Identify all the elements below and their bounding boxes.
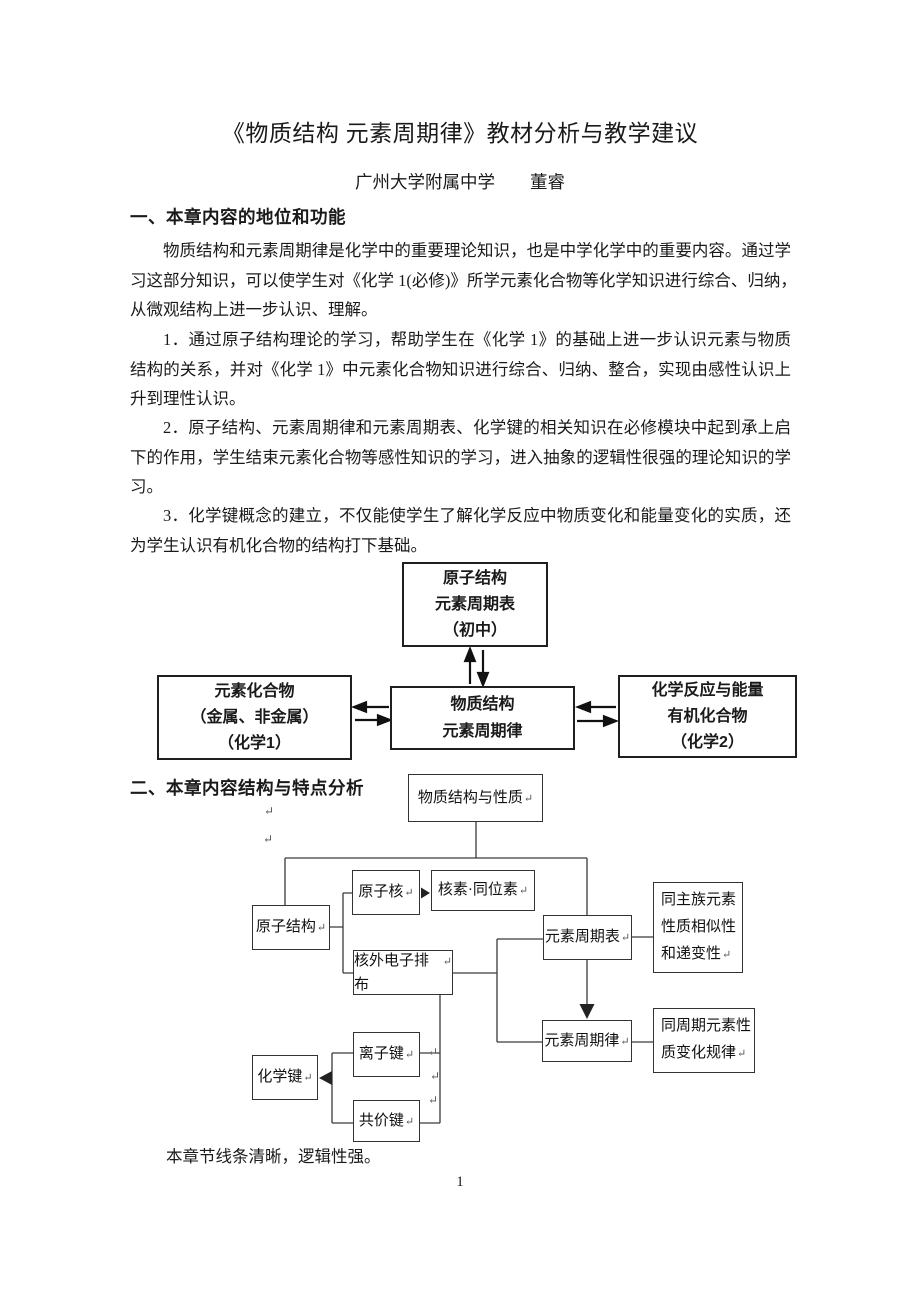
page-number: 1: [456, 1174, 464, 1190]
d1-box-element-compounds: 元素化合物 （金属、非金属） （化学1）: [157, 675, 352, 760]
d1-box-line: 元素周期律: [442, 723, 523, 740]
paragraph-mark: ↵: [620, 1035, 630, 1048]
paragraph-mark: ↵: [518, 885, 529, 897]
closing-note: 本章节线条清晰，逻辑性强。: [166, 1147, 381, 1166]
d1-box-line: 元素化合物: [214, 682, 295, 700]
paragraph-line: 2．原子结构、元素周期律和元素周期表、化学键的相关知识在必修模块中起到承上启: [163, 418, 791, 437]
d2-box-atomic-structure: 原子结构↵: [252, 905, 330, 950]
paragraph-mark: ↵: [263, 832, 274, 846]
d1-box-reactions-energy: 化学反应与能量 有机化合物 （化学2）: [618, 675, 797, 758]
paragraph-mark: ↵: [722, 948, 732, 961]
d1-box-matter-structure: 物质结构 元素周期律: [390, 686, 575, 750]
d2-box-line: 同主族元素: [661, 891, 737, 908]
chemical-bond-arrow-head: [319, 1071, 332, 1085]
d2-box-label: 化学键: [257, 1069, 303, 1085]
paragraph-line: 下的作用，学生结束元素化合物等感性知识的学习，进入抽象的逻辑性很强的理论知识的学: [130, 447, 791, 467]
d2-box-label: 元素周期表: [544, 929, 620, 945]
down-arrow-head: [476, 671, 490, 688]
d2-box-line: 性质相似性: [661, 918, 737, 935]
d1-box-line: 元素周期表: [434, 595, 515, 613]
section2-heading: 二、本章内容结构与特点分析: [130, 778, 364, 798]
d2-box-electron-configuration: 核外电子排布 ↵: [353, 950, 453, 995]
right-arrow-head-l: [376, 713, 394, 727]
paragraph-mark: ↵: [442, 955, 452, 968]
paragraph-1: 物质结构和元素周期律是化学中的重要理论知识，也是中学化学中的重要内容。通过学 习…: [130, 236, 791, 325]
d2-box-nuclide-isotope: 核素·同位素↵: [431, 870, 535, 911]
d2-box-line: 质变化规律: [661, 1045, 737, 1061]
d2-box-covalent-bond: 共价键↵: [353, 1100, 420, 1142]
paragraph-line: 3．化学键概念的建立，不仅能使学生了解化学反应中物质变化和能量变化的实质，还: [163, 506, 791, 525]
nuclide-arrow-head: [421, 887, 430, 899]
paragraph-mark: ↵: [523, 792, 534, 805]
diagram2-connectors: [284, 822, 653, 1124]
paragraph-mark: ↵: [303, 1072, 313, 1084]
paragraph-line: 为学生认识有机化合物的结构打下基础。: [130, 535, 427, 555]
left-arrow-head-r: [574, 700, 592, 714]
d2-box-line: 同周期元素性: [661, 1018, 752, 1034]
paragraph-line: 升到理性认识。: [130, 389, 246, 408]
d2-box-label: 核素·同位素: [437, 882, 518, 898]
d2-box-label: 元素周期律: [544, 1032, 620, 1049]
d1-box-line: 物质结构: [450, 696, 515, 713]
paragraph-4: 3．化学键概念的建立，不仅能使学生了解化学反应中物质变化和能量变化的实质，还 为…: [130, 501, 791, 560]
d2-box-same-group-trends: 同主族元素 性质相似性 和递变性↵: [653, 882, 743, 973]
d2-box-chemical-bond: 化学键↵: [252, 1055, 318, 1100]
section1-heading: 一、本章内容的地位和功能: [130, 207, 346, 227]
d2-box-label: 原子结构: [255, 919, 316, 935]
d1-box-line: 原子结构: [442, 569, 507, 587]
d2-box-line: 和递变性: [661, 945, 722, 962]
d1-box-line: 有机化合物: [667, 707, 748, 725]
periodic-law-arrow-head: [579, 1004, 595, 1019]
paragraph-mark: ↵: [264, 804, 275, 818]
paragraph-line: 习这部分知识，可以使学生对《化学 1(必修)》所学元素化合物等化学知识进行综合、…: [130, 270, 791, 290]
d1-box-line: （化学1）: [218, 734, 291, 752]
paragraph-mark: ↵: [737, 1048, 747, 1060]
paragraph-mark: ↵: [430, 1069, 441, 1083]
d2-box-label: 共价键: [358, 1112, 404, 1129]
paragraph-line: 习。: [130, 477, 163, 496]
paragraph-mark: ↵: [404, 887, 414, 899]
d1-box-line: （金属、非金属）: [190, 708, 319, 726]
d2-box-label: 原子核: [358, 884, 404, 900]
right-arrow-head-r: [602, 714, 620, 728]
paragraph-3: 2．原子结构、元素周期律和元素周期表、化学键的相关知识在必修模块中起到承上启 下…: [130, 413, 791, 502]
d2-box-label: 核外电子排布: [354, 952, 430, 993]
d2-box-structure-properties: 物质结构与性质↵: [408, 774, 543, 822]
paragraph-mark: ↵: [316, 922, 327, 934]
tree-lines: [284, 822, 653, 1124]
up-arrow-head: [463, 646, 477, 663]
paragraph-mark: ↵: [404, 1115, 415, 1128]
paragraph-line: 1．通过原子结构理论的学习，帮助学生在《化学 1》的基础上进一步认识元素与物质: [163, 330, 791, 349]
d2-box-periodic-law: 元素周期律↵: [542, 1020, 632, 1062]
paragraph-line: 从微观结构上进一步认识、理解。: [130, 300, 378, 319]
page-title: 《物质结构 元素周期律》教材分析与教学建议: [221, 121, 699, 146]
left-arrow-head-l: [350, 700, 368, 714]
d2-box-ionic-bond: 离子键↵: [353, 1032, 420, 1077]
paragraph-line: 物质结构和元素周期律是化学中的重要理论知识，也是中学化学中的重要内容。通过学: [163, 241, 791, 260]
d1-box-line: （化学2）: [671, 733, 744, 751]
byline: 广州大学附属中学 董睿: [355, 172, 565, 192]
d2-box-periodic-table: 元素周期表↵: [543, 915, 632, 960]
d2-box-same-period-trends: 同周期元素性 质变化规律↵: [653, 1008, 755, 1073]
paragraph-mark: ↵: [428, 1093, 439, 1107]
d1-box-junior-high: 原子结构 元素周期表 （初中）: [402, 562, 548, 647]
d2-box-nucleus: 原子核↵: [352, 870, 420, 915]
paragraph-mark: ↵: [404, 1049, 415, 1061]
d2-box-label: 离子键: [358, 1046, 404, 1062]
d2-box-label: 物质结构与性质: [417, 789, 523, 806]
paragraph-mark: ↵: [428, 1045, 439, 1059]
d1-box-line: （初中）: [442, 621, 507, 639]
paragraph-line: 结构的关系，并对《化学 1》中元素化合物知识进行综合、归纳、整合，实现由感性认识…: [130, 359, 791, 379]
paragraph-2: 1．通过原子结构理论的学习，帮助学生在《化学 1》的基础上进一步认识元素与物质 …: [130, 325, 791, 414]
paragraph-mark: ↵: [620, 932, 631, 944]
d1-box-line: 化学反应与能量: [651, 681, 764, 699]
